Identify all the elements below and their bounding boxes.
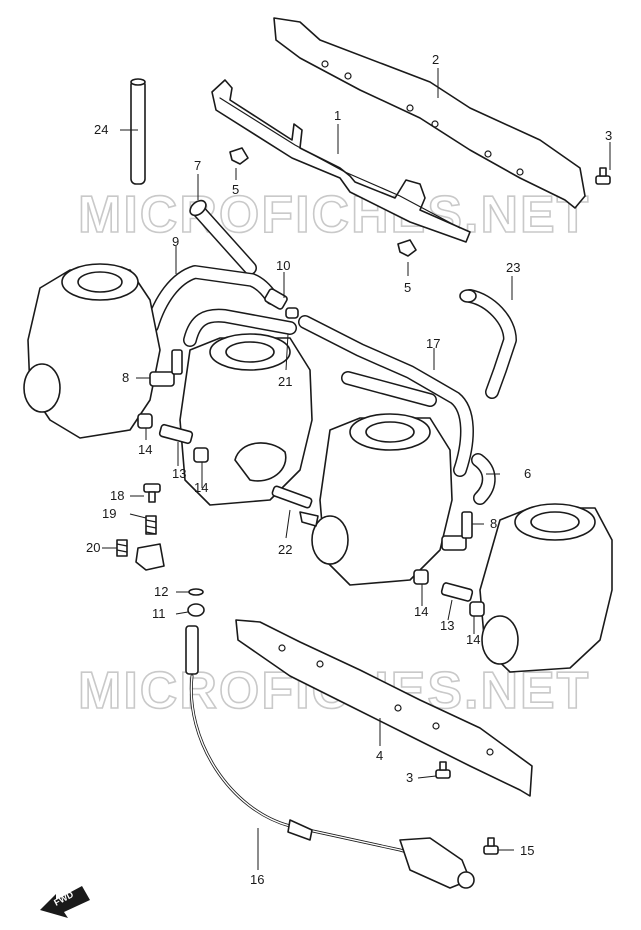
hose-23-part (459, 289, 517, 399)
callout-14-b: 14 (194, 480, 208, 495)
watermark-top: MICROFICHES.NET (78, 186, 590, 244)
callout-13-left: 13 (172, 466, 186, 481)
callout-24: 24 (94, 122, 108, 137)
callout-19: 19 (102, 506, 116, 521)
callout-5-lower: 5 (404, 280, 411, 295)
callout-13-right: 13 (440, 618, 454, 633)
fitting-8-right-part (441, 511, 473, 551)
callout-3-upper: 3 (605, 128, 612, 143)
callout-16: 16 (250, 872, 264, 887)
fwd-arrow-icon: FWD (40, 886, 90, 918)
callout-labels: 2 1 3 24 7 5 9 10 23 5 17 8 21 14 13 6 1… (86, 52, 612, 887)
carburetor-3-part (311, 413, 453, 586)
fitting-13-left-part (158, 423, 194, 445)
tube-part (130, 78, 146, 185)
bracket-small-part (135, 543, 165, 571)
callout-20: 20 (86, 540, 100, 555)
hose-21-part (183, 308, 297, 347)
hose-9-part (145, 265, 279, 333)
link-plate-part (211, 79, 471, 243)
fitting-8-left-part (149, 349, 183, 387)
spring-19-part (145, 515, 157, 535)
clip-lower-part (397, 239, 417, 257)
callout-2: 2 (432, 52, 439, 67)
callout-12: 12 (154, 584, 168, 599)
carburetor-1-part (23, 263, 161, 439)
fitting-14-right-part (413, 569, 485, 617)
bracket-upper-part (273, 17, 586, 209)
callout-5-upper: 5 (232, 182, 239, 197)
callout-1: 1 (334, 108, 341, 123)
callout-21: 21 (278, 374, 292, 389)
screw-18-part (143, 483, 161, 503)
callout-17: 17 (426, 336, 440, 351)
screw-15-part (483, 837, 499, 855)
callout-18: 18 (110, 488, 124, 503)
callout-11: 11 (152, 606, 166, 621)
callout-8-right: 8 (490, 516, 497, 531)
callout-8-left: 8 (122, 370, 129, 385)
callout-7: 7 (194, 158, 201, 173)
hose-6-part (471, 453, 496, 505)
callout-15: 15 (520, 843, 534, 858)
joint-part (264, 288, 299, 319)
clip-upper-part (229, 147, 249, 165)
callout-14-a: 14 (138, 442, 152, 457)
callout-14-c: 14 (414, 604, 428, 619)
fitting-13-right-part (440, 582, 474, 602)
hose-17-part (298, 315, 474, 477)
screw-lower-part (435, 761, 451, 779)
callout-3-lower: 3 (406, 770, 413, 785)
callout-10: 10 (276, 258, 290, 273)
carburetor-2-part (179, 333, 313, 506)
screw-upper-part (595, 167, 611, 185)
bracket-lower-part (235, 619, 533, 797)
fitting-14-left-part (137, 413, 209, 463)
oring-11-part (187, 603, 205, 617)
callout-22: 22 (278, 542, 292, 557)
washer-12-part (188, 588, 204, 596)
callout-23: 23 (506, 260, 520, 275)
spring-20-part (116, 539, 128, 557)
callout-9: 9 (172, 234, 179, 249)
angled-tube-part (189, 199, 257, 275)
callout-4: 4 (376, 748, 383, 763)
carburetor-4-part (479, 503, 613, 673)
callout-14-d: 14 (466, 632, 480, 647)
fitting-22-part (271, 485, 319, 527)
callout-6: 6 (524, 466, 531, 481)
leader-lines (102, 68, 611, 870)
cable-16-part (185, 625, 475, 889)
